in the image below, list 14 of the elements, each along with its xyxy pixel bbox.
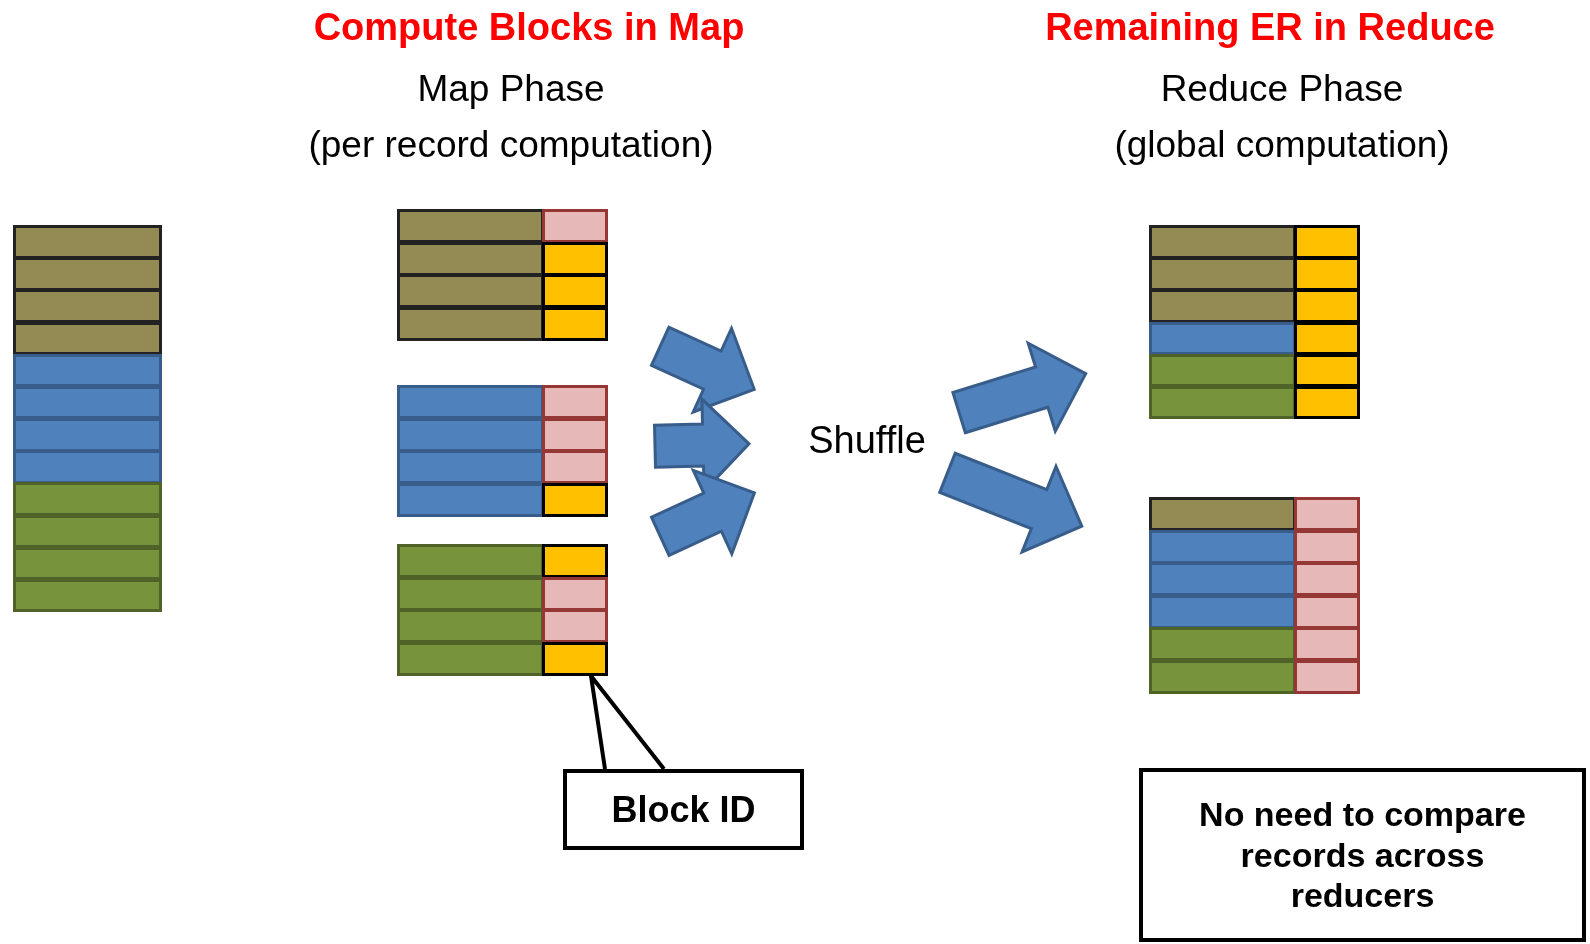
callout-text: Block ID: [611, 787, 756, 832]
phase-label: (per record computation): [308, 124, 714, 166]
callout-box: [1139, 768, 1586, 942]
callout-text: No need to compare records across reducers: [1198, 793, 1527, 917]
block-arrow: [951, 340, 1088, 435]
section-title: Remaining ER in Reduce: [1045, 6, 1495, 49]
block-arrow: [937, 451, 1084, 555]
block-arrow: [649, 324, 757, 415]
phase-label: Reduce Phase: [1160, 68, 1404, 110]
section-title: Compute Blocks in Map: [313, 6, 745, 49]
phase-label: Map Phase: [417, 68, 605, 110]
phase-label: (global computation): [1114, 124, 1450, 166]
phase-label: Shuffle: [808, 418, 926, 464]
block-arrow: [649, 467, 757, 558]
